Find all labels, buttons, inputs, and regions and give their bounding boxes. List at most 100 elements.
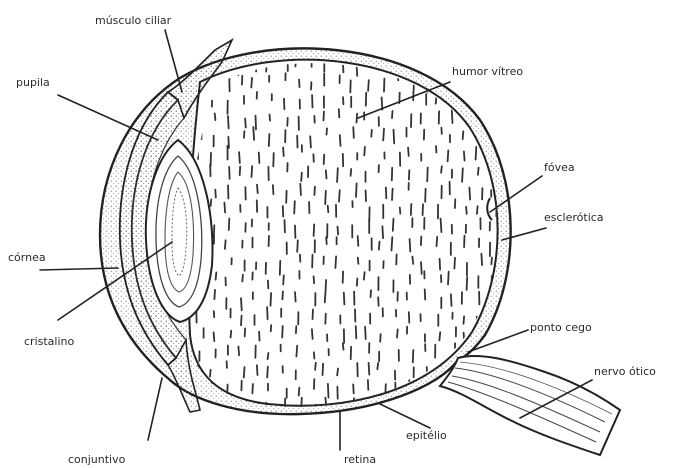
vitreous-dash <box>216 272 217 279</box>
vitreous-dash <box>259 153 260 164</box>
label-nervo-otico: nervo ótico <box>594 366 656 377</box>
vitreous-dash <box>379 242 380 250</box>
vitreous-dash <box>356 183 357 197</box>
label-epitelio: epitélio <box>406 430 447 441</box>
vitreous-dash <box>337 369 338 376</box>
vitreous-dash <box>241 316 242 326</box>
vitreous-dash <box>252 384 253 393</box>
vitreous-dash <box>297 240 298 251</box>
vitreous-dash <box>242 275 243 282</box>
vitreous-dash <box>335 256 336 268</box>
vitreous-dash <box>229 219 230 231</box>
vitreous-dash <box>358 236 359 246</box>
vitreous-dash <box>267 367 268 378</box>
vitreous-dash <box>300 184 301 195</box>
label-cornea: córnea <box>8 252 46 263</box>
vitreous-dash <box>315 363 316 370</box>
vitreous-dash <box>270 115 271 121</box>
vitreous-dash <box>364 147 365 156</box>
vitreous-dash <box>339 109 340 117</box>
label-conjuntiva: conjuntivo <box>68 454 125 465</box>
vitreous-dash <box>351 169 352 176</box>
vitreous-dash <box>238 347 239 356</box>
vitreous-dash <box>327 128 328 134</box>
vitreous-dash <box>257 185 258 193</box>
vitreous-dash <box>313 310 314 320</box>
vitreous-dash <box>369 363 370 375</box>
optic-nerve <box>440 356 620 455</box>
vitreous-dash <box>478 168 479 175</box>
vitreous-dash <box>392 237 393 250</box>
vitreous-dash <box>310 136 311 147</box>
vitreous-dash <box>267 307 268 319</box>
label-humor-vitreo: humor vítreo <box>452 66 523 77</box>
vitreous-dash <box>437 237 438 246</box>
vitreous-dash <box>328 384 329 398</box>
vitreous-dash <box>440 259 441 270</box>
vitreous-dash <box>244 367 245 377</box>
vitreous-dash <box>273 185 274 194</box>
vitreous-dash <box>338 227 339 235</box>
vitreous-dash <box>392 189 393 200</box>
vitreous-dash <box>368 80 369 91</box>
vitreous-dash <box>224 203 225 213</box>
label-ponto-cego: ponto cego <box>530 322 592 333</box>
vitreous-dash <box>394 130 395 144</box>
vitreous-dash <box>325 294 326 302</box>
label-pupila: pupila <box>16 77 50 88</box>
vitreous-dash <box>466 207 467 214</box>
label-cristalino: cristalino <box>24 336 74 347</box>
vitreous-dash <box>478 404 479 411</box>
vitreous-dash <box>481 254 482 265</box>
vitreous-dash <box>326 237 327 244</box>
vitreous-dash <box>397 329 398 337</box>
vitreous-dash <box>325 398 326 405</box>
vitreous-dash <box>371 130 372 137</box>
vitreous-dash <box>294 201 295 213</box>
leader-conjuntiva <box>148 378 162 440</box>
vitreous-dash <box>282 326 283 338</box>
vitreous-dash <box>425 289 426 299</box>
vitreous-dash <box>314 276 315 283</box>
vitreous-dash <box>409 312 410 323</box>
vitreous-dash <box>365 327 366 339</box>
vitreous-dash <box>344 293 345 305</box>
vitreous-dash <box>448 150 449 161</box>
vitreous-dash <box>339 190 340 201</box>
vitreous-dash <box>353 384 354 393</box>
vitreous-dash <box>477 206 478 214</box>
vitreous-dash <box>214 332 215 341</box>
vitreous-dash <box>215 113 216 120</box>
vitreous-dash <box>427 168 428 182</box>
vitreous-dash <box>413 350 414 362</box>
vitreous-dash <box>256 116 257 130</box>
vitreous-dash <box>353 127 354 138</box>
vitreous-dash <box>464 152 465 161</box>
vitreous-dash <box>467 277 468 290</box>
vitreous-dash <box>231 331 232 338</box>
vitreous-dash <box>211 199 212 206</box>
vitreous-dash <box>241 298 242 310</box>
vitreous-dash <box>323 364 324 376</box>
vitreous-dash <box>491 258 492 265</box>
vitreous-dash <box>383 129 384 141</box>
vitreous-dash <box>441 219 442 232</box>
vitreous-dash <box>312 329 313 339</box>
leader-epitelio <box>380 404 430 428</box>
vitreous-dash <box>451 294 452 306</box>
vitreous-dash <box>280 261 281 275</box>
vitreous-dash <box>252 166 253 177</box>
vitreous-dash <box>283 275 284 284</box>
vitreous-dash <box>314 224 315 236</box>
vitreous-dash <box>324 155 325 165</box>
vitreous-dash <box>364 272 365 280</box>
label-retina: retina <box>344 454 376 465</box>
vitreous-dash <box>325 280 326 294</box>
vitreous-dash <box>340 135 341 146</box>
vitreous-dash <box>452 110 453 123</box>
vitreous-dash <box>282 292 283 300</box>
vitreous-dash <box>435 57 436 67</box>
vitreous-dash <box>476 147 477 160</box>
vitreous-dash <box>462 168 463 182</box>
vitreous-dash <box>239 152 240 163</box>
